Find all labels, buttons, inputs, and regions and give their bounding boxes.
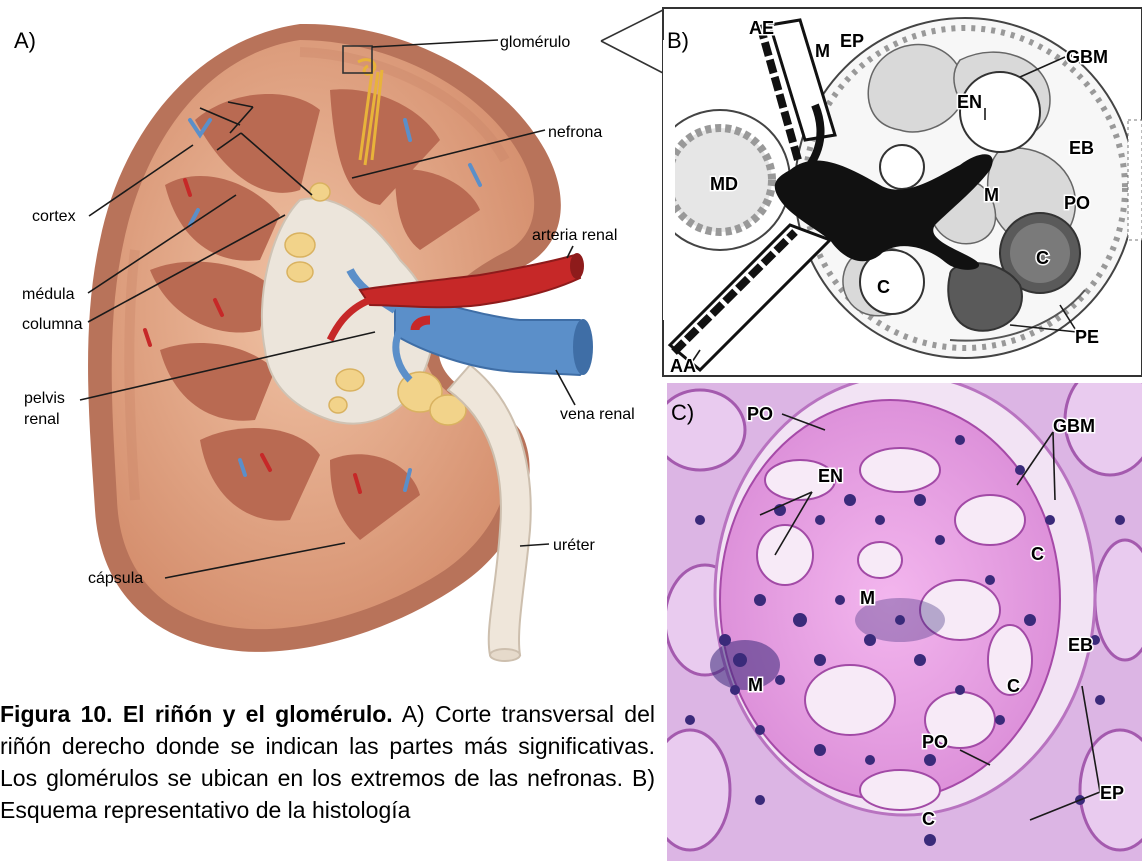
c-label-C3: C [922,809,935,829]
label-pelvis-2: renal [24,411,60,428]
c-label-M2: M [748,675,763,695]
panel-c-letter: C) [671,400,694,425]
b-label-C2: C [877,277,890,297]
label-nefrona: nefrona [548,124,602,141]
c-label-M1: M [860,588,875,608]
c-label-EB: EB [1068,635,1093,655]
b-label-EB: EB [1069,138,1094,158]
label-capsula: cápsula [88,570,143,587]
panel-a-letter: A) [14,28,36,53]
c-label-PO2: PO [922,732,948,752]
b-label-M2: M [984,185,999,205]
panel-b-letter: B) [667,28,689,53]
c-label-EN: EN [818,466,843,486]
label-pelvis-1: pelvis [24,390,65,407]
label-ureter: uréter [553,537,595,554]
label-columna: columna [22,316,83,333]
glomerulus-histology: C) PO GBM EN C M EB M C PO EP C [650,365,1142,861]
b-label-GBM: GBM [1066,47,1108,67]
callout-wedge [601,10,663,73]
c-label-C2: C [1007,676,1020,696]
label-medula: médula [22,286,75,303]
kidney-illustration: A) [14,24,635,661]
b-label-AA: AA [670,356,696,376]
c-label-C1: C [1031,544,1044,564]
caption-title: Figura 10. El riñón y el glomérulo. [0,701,393,727]
c-label-EP: EP [1100,783,1124,803]
b-label-EP: EP [840,31,864,51]
glomerulus-schematic: B) AE EP M GBM EN EB MD M PO C C PE AA [650,8,1142,376]
label-arteria-renal: arteria renal [532,227,617,244]
b-label-AE: AE [749,18,774,38]
b-label-PE: PE [1075,327,1099,347]
label-glomerulo: glomérulo [500,34,570,51]
b-label-C1: C [1036,248,1049,268]
b-label-EN: EN [957,92,982,112]
label-vena-renal: vena renal [560,406,635,423]
figure-caption: Figura 10. El riñón y el glomérulo. A) C… [0,698,655,826]
b-label-MD: MD [710,174,738,194]
b-label-M1: M [815,41,830,61]
b-label-PO: PO [1064,193,1090,213]
c-label-GBM: GBM [1053,416,1095,436]
label-cortex: cortex [32,208,76,225]
c-label-PO1: PO [747,404,773,424]
